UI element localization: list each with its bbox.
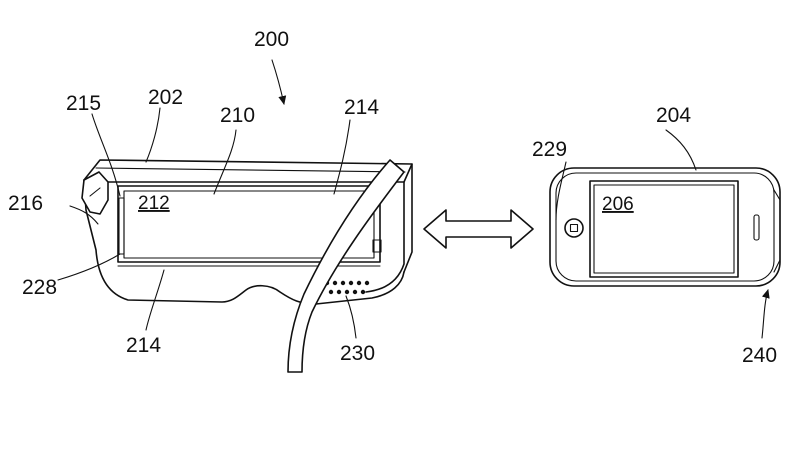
label-229: 229 xyxy=(532,138,567,161)
side-slot xyxy=(118,197,125,255)
display-frame-outer xyxy=(117,185,381,263)
phone-screen xyxy=(589,180,739,278)
label-210: 210 xyxy=(220,104,255,127)
label-214-top: 214 xyxy=(344,96,379,119)
flip-tab xyxy=(81,171,109,215)
leader-lines xyxy=(57,59,770,339)
label-215: 215 xyxy=(66,92,101,115)
label-212: 212 xyxy=(138,193,170,214)
double-arrow xyxy=(423,209,534,249)
phone-device xyxy=(549,167,781,287)
label-206: 206 xyxy=(602,194,634,215)
phone-screen-inner xyxy=(593,184,735,274)
phone-speaker-slot xyxy=(753,214,760,241)
temple-arm xyxy=(287,159,405,373)
side-connector xyxy=(372,239,382,253)
phone-side-edge xyxy=(773,189,781,273)
goggles-top-edge-inner xyxy=(95,167,406,173)
label-216: 216 xyxy=(8,192,43,215)
goggles-right-side xyxy=(403,163,413,273)
home-button-glyph xyxy=(569,223,579,233)
flip-tab-edge xyxy=(89,187,101,197)
home-button xyxy=(564,218,584,238)
phone-body-inner xyxy=(555,172,775,282)
label-240: 240 xyxy=(742,344,777,367)
label-202: 202 xyxy=(148,86,183,109)
label-214-bottom: 214 xyxy=(126,334,161,357)
goggles-device xyxy=(81,159,413,373)
phone-body-outer xyxy=(549,167,781,287)
speaker-grille xyxy=(324,280,370,295)
label-230: 230 xyxy=(340,342,375,365)
goggles-top-face xyxy=(83,159,413,183)
label-204: 204 xyxy=(656,104,691,127)
label-200: 200 xyxy=(254,28,289,51)
goggles-front-rim xyxy=(95,181,405,293)
label-228: 228 xyxy=(22,276,57,299)
goggles-body-outline xyxy=(83,179,405,305)
